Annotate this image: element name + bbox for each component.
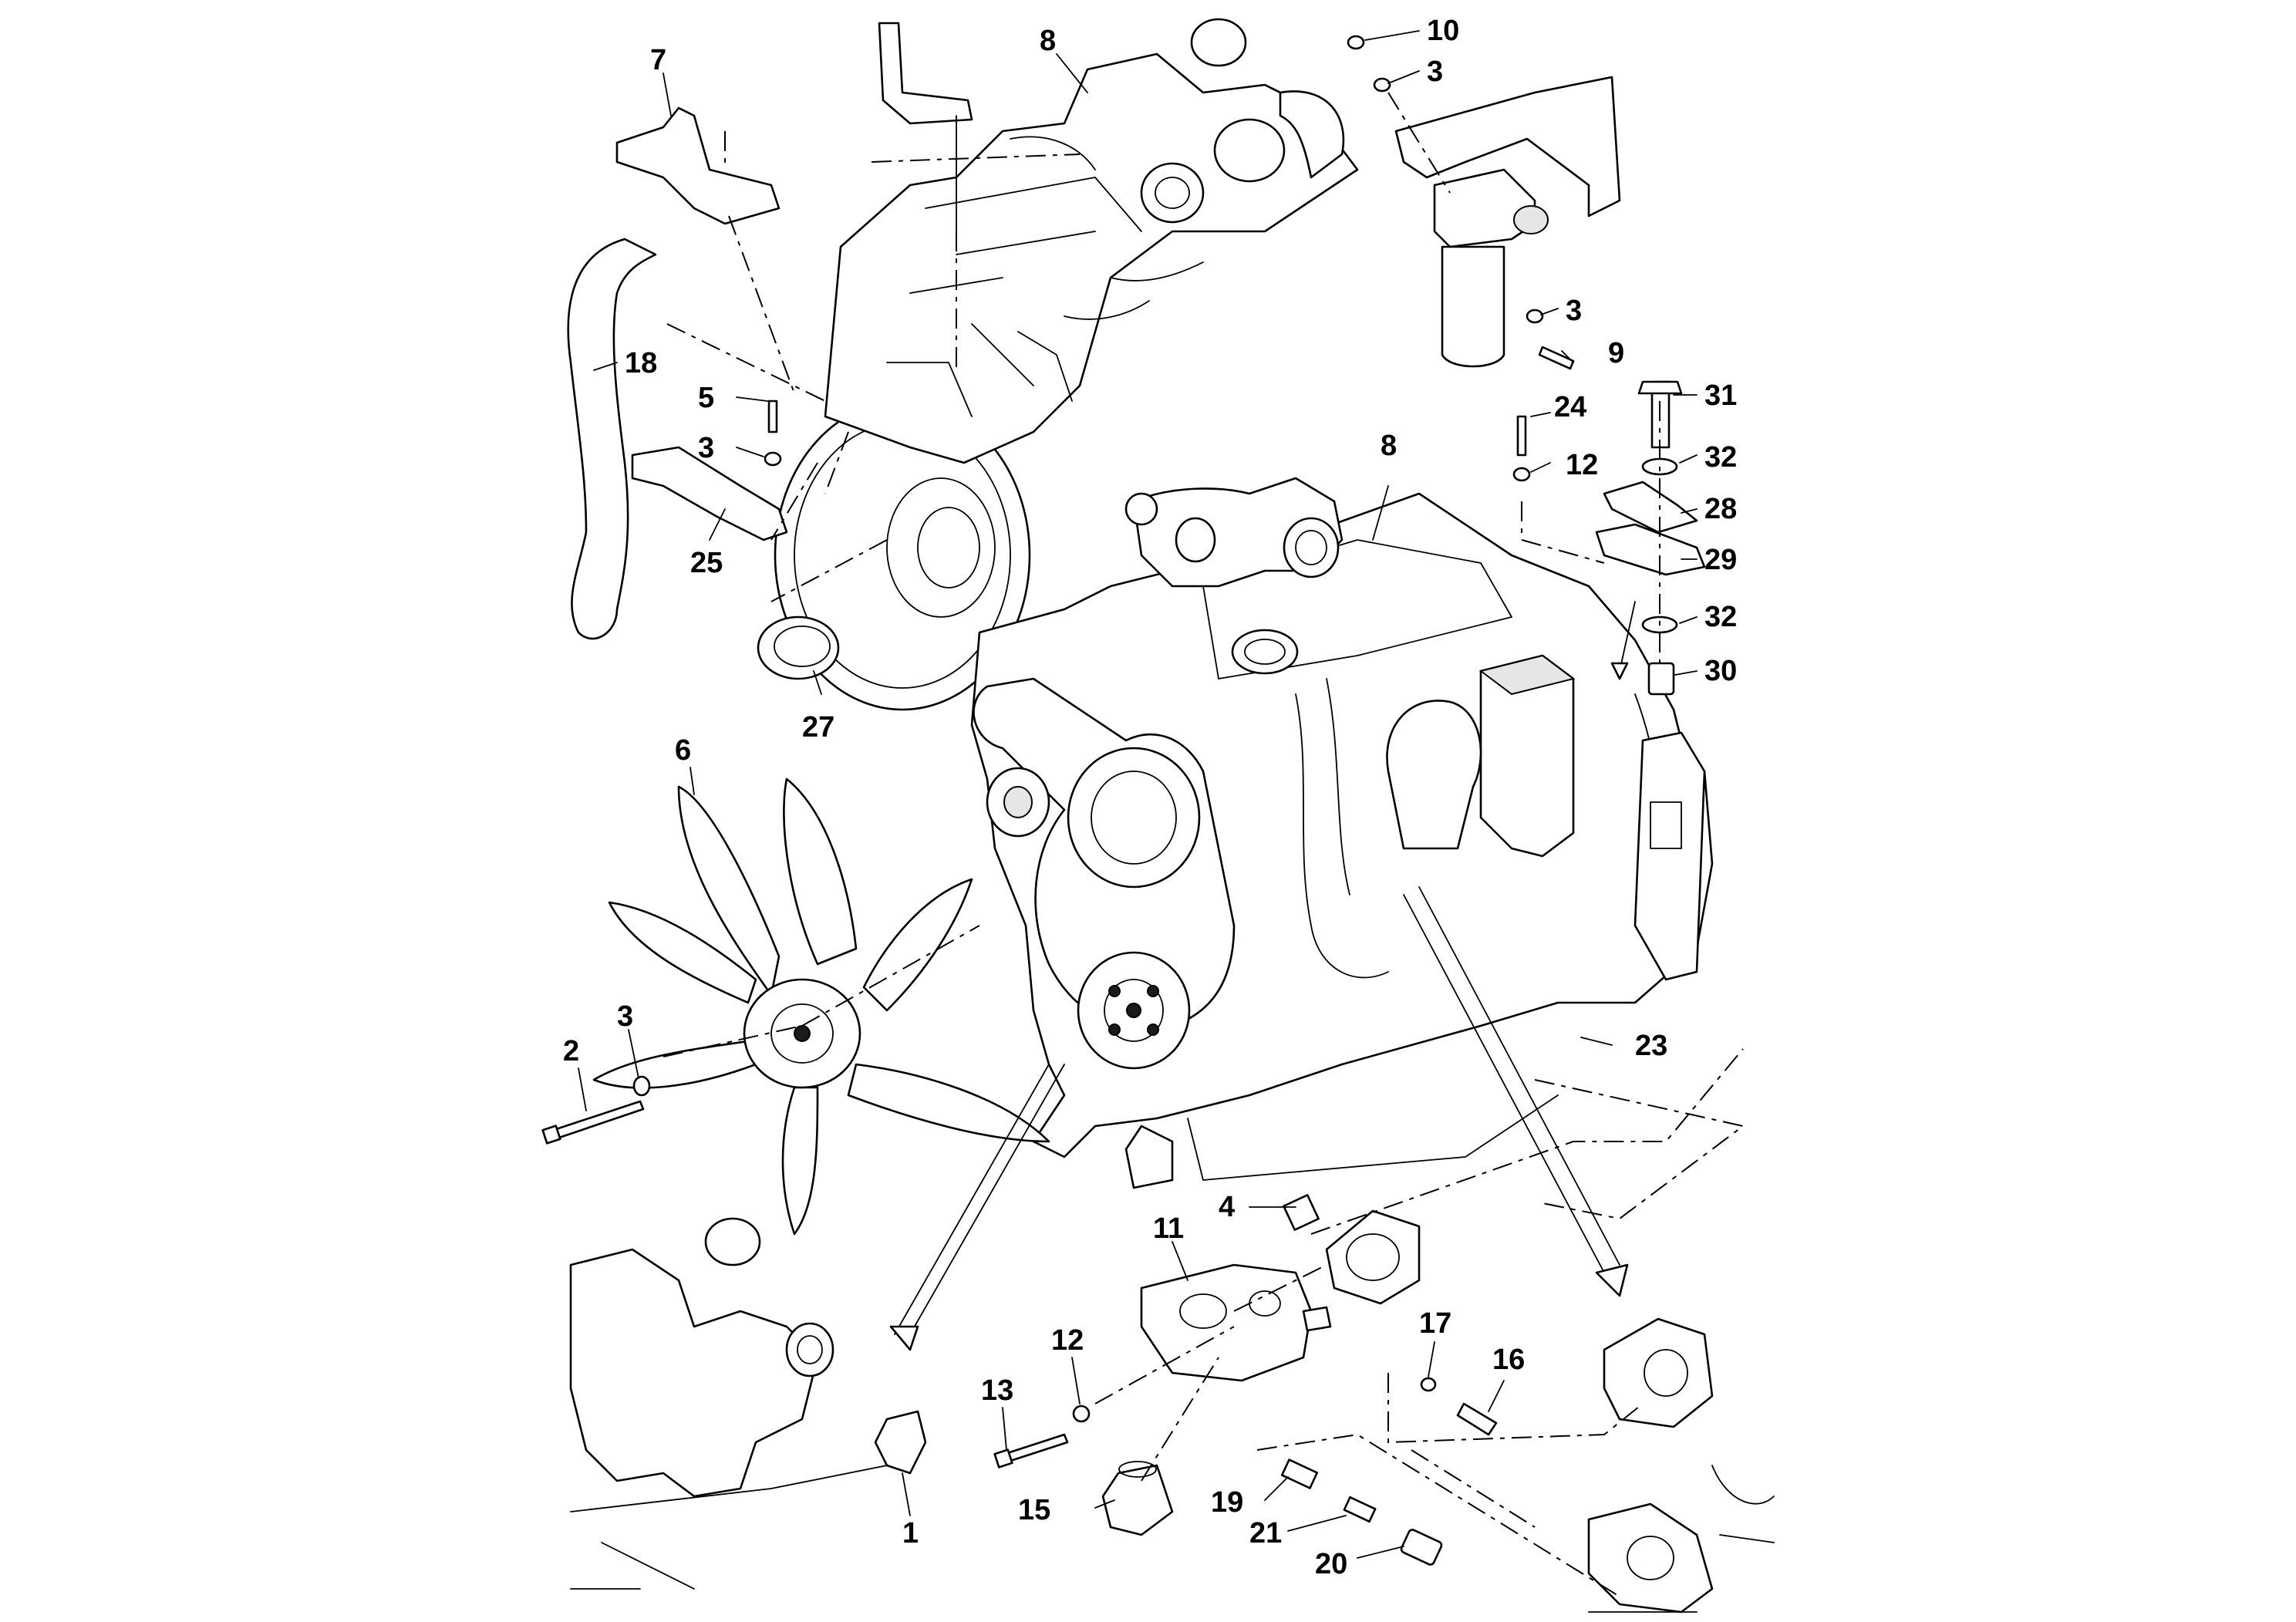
callout-5: 5 — [698, 382, 714, 414]
callout-24: 24 — [1554, 391, 1586, 423]
support-bracket — [631, 446, 788, 541]
callout-32: 32 — [1704, 441, 1737, 474]
callout-4: 4 — [1219, 1191, 1235, 1223]
callout-9: 9 — [1608, 337, 1624, 369]
mounting-bracket — [615, 106, 781, 225]
callout-16: 16 — [1492, 1344, 1525, 1376]
callout-labels: 7 8 10 3 3 9 18 5 3 25 27 8 24 12 31 32 … — [563, 15, 1737, 1580]
callout-2: 2 — [563, 1035, 579, 1067]
elbow-fitting — [1101, 1461, 1174, 1536]
callout-31: 31 — [1704, 379, 1737, 412]
temperature-sensor — [1283, 1194, 1320, 1231]
gasket-plate — [1325, 1209, 1421, 1305]
callout-23: 23 — [1635, 1030, 1667, 1062]
callout-7: 7 — [650, 44, 666, 76]
callout-11: 11 — [1153, 1212, 1184, 1245]
detail-view-arrows — [889, 601, 1636, 1351]
upper-engine-assembly — [774, 18, 1359, 711]
callout-10: 10 — [1427, 15, 1459, 47]
alternator-unit — [1140, 1263, 1332, 1382]
callout-12: 12 — [1566, 449, 1598, 481]
callout-30: 30 — [1704, 655, 1737, 687]
flywheel-housing-detail — [1587, 1317, 1775, 1614]
alignment-lines — [663, 92, 1745, 1597]
callout-18: 18 — [625, 347, 657, 379]
callout-6: 6 — [675, 734, 691, 767]
cooling-fan — [592, 777, 1050, 1236]
callout-3: 3 — [1566, 295, 1582, 327]
callout-27: 27 — [802, 711, 834, 744]
callout-8: 8 — [1381, 430, 1397, 462]
water-pump-detail — [569, 1217, 888, 1590]
main-engine-assembly — [970, 477, 1714, 1189]
callout-3: 3 — [1427, 56, 1443, 88]
callout-19: 19 — [1211, 1486, 1243, 1519]
callout-8: 8 — [1040, 25, 1056, 57]
radiator-hose — [567, 238, 657, 640]
callout-3: 3 — [698, 432, 714, 464]
callout-15: 15 — [1018, 1494, 1050, 1526]
callout-29: 29 — [1704, 544, 1737, 576]
callout-17: 17 — [1419, 1307, 1451, 1340]
fasteners — [541, 35, 1575, 1566]
callout-21: 21 — [1249, 1517, 1282, 1549]
callout-13: 13 — [981, 1374, 1013, 1407]
mount-hardware-stack — [1595, 380, 1706, 696]
fuel-filter-assembly — [1394, 76, 1621, 368]
leader-lines — [578, 30, 1698, 1559]
callout-25: 25 — [690, 547, 723, 579]
callout-20: 20 — [1315, 1548, 1347, 1580]
callout-32: 32 — [1704, 601, 1737, 633]
callout-28: 28 — [1704, 493, 1737, 525]
callout-1: 1 — [902, 1517, 919, 1549]
crankshaft-seal — [757, 615, 840, 680]
callout-3: 3 — [617, 1000, 633, 1033]
callout-12: 12 — [1051, 1324, 1084, 1357]
elbow-connector — [874, 1410, 927, 1475]
